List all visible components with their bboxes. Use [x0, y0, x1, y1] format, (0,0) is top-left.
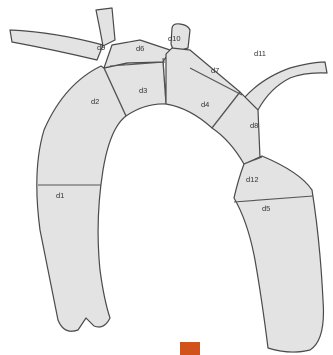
label-d1: d1: [56, 191, 64, 200]
label-d3: d3: [139, 86, 147, 95]
label-d7: d7: [211, 66, 219, 75]
label-d11: d11: [254, 49, 266, 58]
branch-vessel-d9: [96, 8, 115, 46]
label-d10: d10: [168, 34, 181, 43]
segment-d1-d2: [37, 66, 126, 331]
left-branch-vessel: [10, 30, 103, 60]
label-d4: d4: [201, 100, 209, 109]
label-d6: d6: [136, 44, 144, 53]
orange-marker: [180, 342, 200, 355]
label-d9: d9: [97, 43, 105, 52]
label-d8: d8: [250, 121, 258, 130]
label-d5: d5: [262, 204, 270, 213]
segment-d12-d5: [234, 156, 323, 352]
label-d12: d12: [246, 175, 259, 184]
branch-vessel-d11: [244, 62, 327, 110]
label-d2: d2: [91, 97, 99, 106]
